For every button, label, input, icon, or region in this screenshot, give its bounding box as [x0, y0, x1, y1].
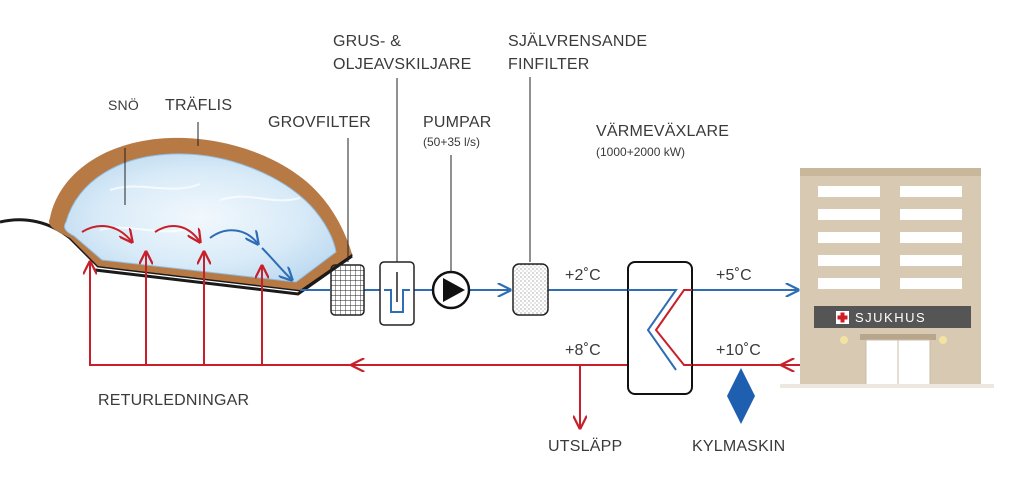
window — [818, 232, 880, 243]
label-sno: SNÖ — [108, 96, 139, 113]
cross-horizontal — [837, 315, 848, 320]
window — [900, 209, 962, 220]
label-grus-2: OLJEAVSKILJARE — [333, 56, 472, 73]
snow-storage — [0, 137, 353, 296]
building-ground — [780, 384, 994, 388]
fine-filter — [512, 263, 549, 316]
pump — [431, 270, 471, 310]
grovfilter — [330, 264, 365, 316]
melt-arrow-blue-2 — [261, 247, 292, 280]
lamp-right — [939, 336, 947, 344]
label-temp-return-after: +10˚C — [716, 342, 761, 359]
window — [900, 278, 962, 289]
lamp-left — [840, 336, 848, 344]
label-grus-1: GRUS- & — [333, 33, 401, 50]
label-pumpar: PUMPAR — [423, 114, 491, 131]
window — [900, 255, 962, 266]
window — [818, 278, 880, 289]
label-varmevaxlare: VÄRMEVÄXLARE — [596, 122, 729, 140]
snow-texture — [99, 183, 301, 233]
melt-arrow-blue-1 — [209, 229, 258, 244]
label-grovfilter: GROVFILTER — [268, 114, 371, 131]
heat-exchanger-red-path — [654, 289, 692, 366]
building-windows — [818, 186, 962, 289]
label-kylmaskin: KYLMASKIN — [692, 438, 785, 455]
melt-flow-arrows — [81, 225, 292, 280]
label-returledningar: RETURLEDNINGAR — [98, 392, 249, 409]
window — [818, 255, 880, 266]
oil-separator-trap — [384, 289, 410, 313]
melt-arrow-red-2 — [154, 225, 200, 242]
label-temp-supply-after: +5˚C — [716, 267, 752, 284]
entrance-canopy — [860, 334, 936, 340]
heat-exchanger — [627, 261, 693, 395]
label-traflis: TRÄFLIS — [165, 96, 232, 114]
label-sjalvrensande-1: SJÄLVRENSANDE — [508, 32, 647, 50]
label-pumpar-flow: (50+35 l/s) — [423, 135, 480, 149]
chiller-diamond-icon — [727, 368, 755, 424]
label-sjalvrensande-2: FINFILTER — [508, 56, 590, 73]
pump-triangle — [443, 278, 465, 302]
building-roof — [800, 168, 981, 176]
heat-exchanger-icon — [627, 261, 693, 395]
fine-filter-icon — [512, 263, 549, 316]
label-utslapp: UTSLÄPP — [548, 437, 622, 455]
oil-separator — [379, 261, 415, 326]
sjukhus-sign: SJUKHUS — [855, 310, 926, 325]
label-temp-supply-before: +2˚C — [565, 267, 601, 284]
window — [900, 232, 962, 243]
hospital-building: SJUKHUS — [780, 168, 994, 388]
window — [818, 209, 880, 220]
label-varmevaxlare-power: (1000+2000 kW) — [596, 145, 685, 159]
window — [818, 186, 880, 197]
grovfilter-grid-icon — [330, 264, 365, 316]
melt-arrow-red-1 — [81, 225, 132, 242]
label-temp-return-before: +8˚C — [565, 342, 601, 359]
window — [900, 186, 962, 197]
heat-exchanger-blue-path — [628, 289, 678, 371]
sign-bar — [814, 306, 971, 328]
